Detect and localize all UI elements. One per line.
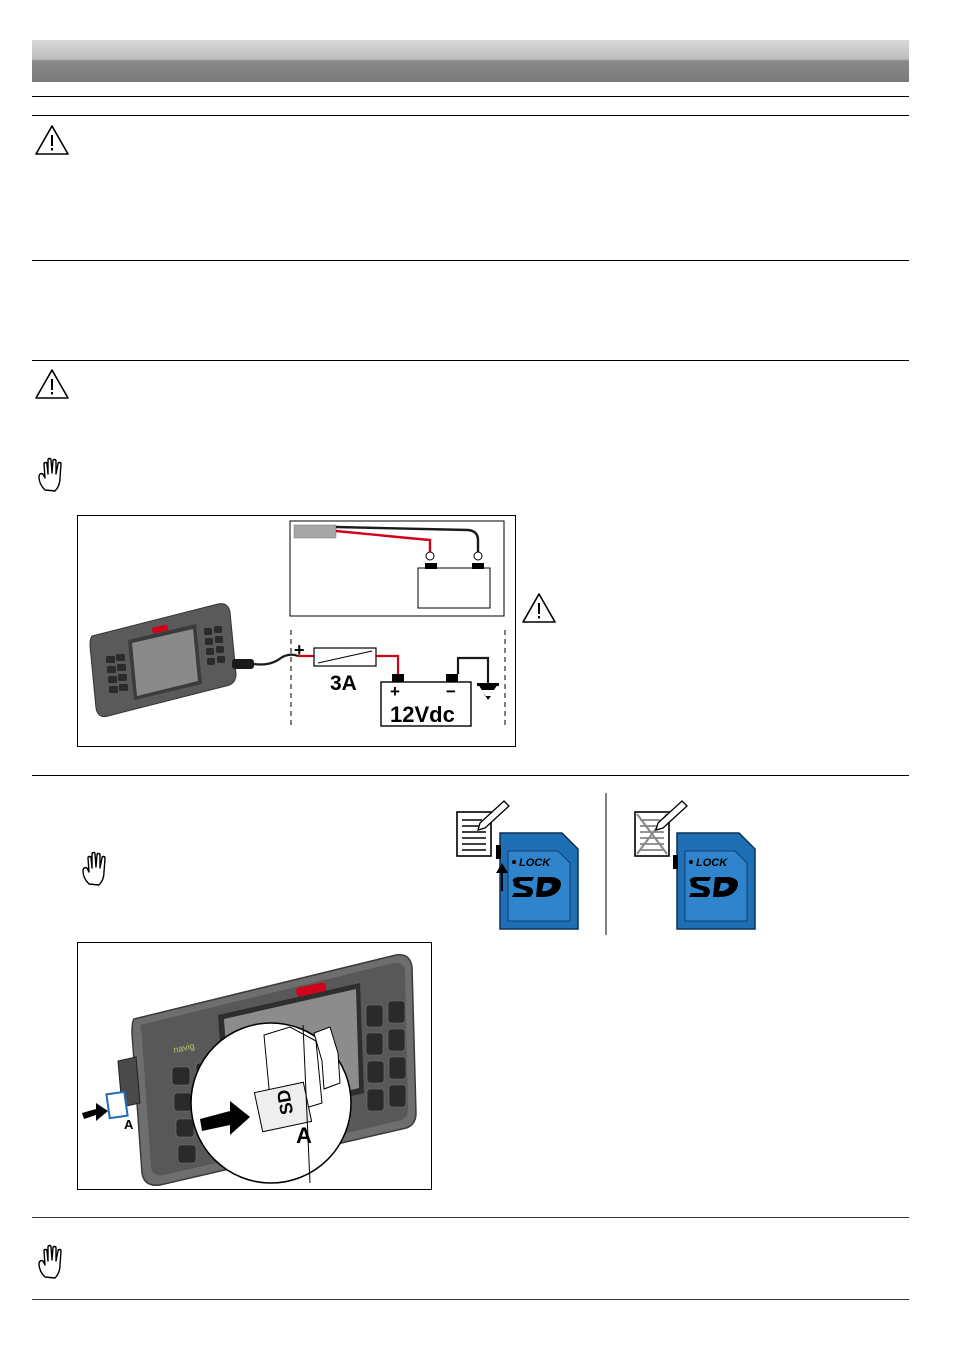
arrow-up-icon xyxy=(496,863,508,891)
hand-stop-icon xyxy=(36,456,70,494)
sd-card-locked: LOCK xyxy=(673,832,756,930)
battery xyxy=(380,681,472,727)
section-header-bar xyxy=(32,40,909,82)
insert-arrow-icon xyxy=(82,1103,108,1121)
divider xyxy=(32,1299,909,1300)
hand-stop-icon xyxy=(36,1243,70,1281)
battery-small xyxy=(417,567,491,609)
sd-card-lock-illustration: LOCK LOCK xyxy=(440,793,770,938)
warning-triangle-icon xyxy=(34,368,70,400)
wiring-diagram-figure: + 3A + − 12Vdc xyxy=(77,515,516,747)
divider xyxy=(32,260,909,261)
sd-card-unlocked: LOCK xyxy=(496,832,579,930)
warning-triangle-icon xyxy=(34,124,70,156)
cable-connector xyxy=(293,524,337,539)
slot-label-small: A xyxy=(124,1117,134,1132)
red-wire xyxy=(335,529,432,552)
battery-plus-terminal: + xyxy=(390,682,400,701)
divider xyxy=(32,1217,909,1218)
lock-label: LOCK xyxy=(696,857,728,869)
display-device xyxy=(89,603,237,718)
fuse-label: 3A xyxy=(330,672,357,695)
battery-label: 12Vdc xyxy=(390,702,455,727)
power-plug xyxy=(232,659,254,669)
lock-label: LOCK xyxy=(519,857,551,869)
sd-card-insertion-figure: navig A SD A xyxy=(77,942,432,1190)
ground-symbol xyxy=(478,684,498,700)
black-wire xyxy=(335,525,480,552)
note-pencil-icon xyxy=(456,800,510,857)
divider xyxy=(32,775,909,776)
warning-triangle-icon xyxy=(521,592,557,624)
insert-arrow-large-icon xyxy=(200,1101,250,1135)
divider xyxy=(32,115,909,116)
hand-stop-icon xyxy=(80,850,114,888)
svg-text:navig: navig xyxy=(172,1041,195,1055)
note-pencil-crossed-icon xyxy=(634,800,688,857)
svg-text:SD: SD xyxy=(273,1088,297,1116)
slot-label-large: A xyxy=(296,1123,312,1148)
battery-minus-terminal: − xyxy=(446,682,456,701)
plus-sign: + xyxy=(294,640,305,660)
divider xyxy=(32,96,909,97)
divider xyxy=(32,360,909,361)
